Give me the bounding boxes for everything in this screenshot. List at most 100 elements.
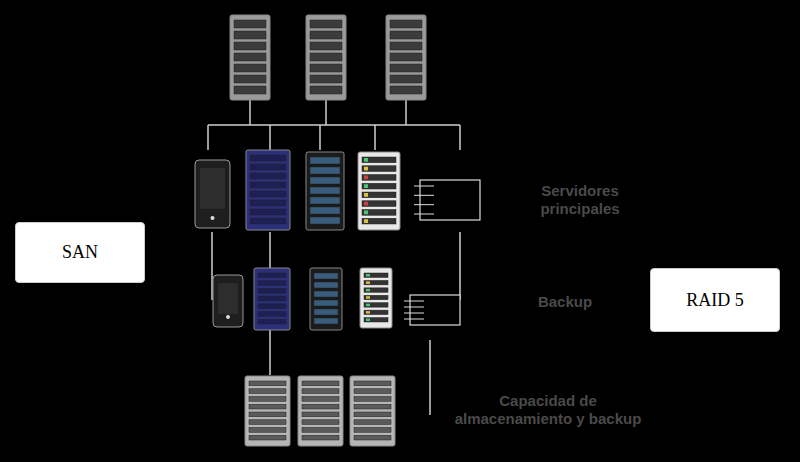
rack-led	[364, 211, 368, 215]
rack-slot	[234, 31, 266, 39]
rack-slot	[249, 397, 286, 402]
rack-slot	[390, 53, 422, 61]
rack-slot	[310, 167, 340, 174]
wire-line	[207, 125, 209, 150]
section-label: Backup	[505, 293, 625, 311]
rack-slot	[314, 282, 338, 288]
storage-box: SAN	[15, 222, 145, 283]
rack-slot	[314, 309, 338, 315]
rack-body	[246, 150, 290, 230]
tower-panel	[200, 168, 225, 209]
server-rack	[245, 376, 290, 446]
wire-line	[249, 100, 251, 125]
rack-slot	[310, 207, 340, 214]
rack-slot	[354, 404, 391, 409]
section-label: Capacidad de almacenamiento y backup	[443, 392, 653, 428]
rack-slot	[302, 412, 339, 417]
tower-led	[226, 315, 230, 319]
rack-slot	[250, 200, 286, 206]
rack-slot	[258, 312, 286, 317]
device-line	[414, 214, 434, 215]
device-line	[414, 195, 434, 196]
rack-slot	[364, 273, 388, 277]
section-label: Servidores principales	[515, 182, 645, 218]
tower-body	[195, 160, 230, 228]
device-line	[414, 186, 434, 187]
rack-slot	[302, 420, 339, 425]
server-rack	[358, 152, 400, 230]
rack-slot	[258, 281, 286, 286]
wire-line	[269, 125, 271, 150]
device-line	[414, 204, 434, 205]
rack-led	[366, 274, 370, 276]
rack-slot	[354, 397, 391, 402]
rack-slot	[362, 192, 396, 198]
wire-line	[459, 125, 461, 150]
rack-body	[306, 152, 344, 230]
tower-server	[195, 160, 230, 228]
rack-led	[364, 184, 368, 188]
tower-server	[213, 275, 243, 327]
rack-slot	[302, 381, 339, 386]
rack-slot	[249, 412, 286, 417]
wire-line	[319, 125, 321, 150]
rack-slot	[249, 428, 286, 433]
rack-slot	[234, 53, 266, 61]
wire-line	[208, 124, 460, 126]
rack-slot	[249, 435, 286, 440]
rack-led	[366, 319, 370, 321]
rack-slot	[234, 42, 266, 50]
device-line	[404, 307, 424, 308]
rack-slot	[234, 64, 266, 72]
wire-line	[405, 100, 407, 125]
rack-slot	[250, 218, 286, 224]
rack-slot	[250, 209, 286, 215]
rack-slot	[354, 420, 391, 425]
rack-slot	[310, 157, 340, 164]
rack-led	[364, 167, 368, 171]
rack-slot	[314, 273, 338, 279]
rack-slot	[364, 303, 388, 307]
rack-slot	[249, 420, 286, 425]
rack-slot	[258, 319, 286, 324]
rack-led	[366, 296, 370, 298]
rack-slot	[310, 75, 342, 83]
rack-slot	[302, 389, 339, 394]
rack-slot	[354, 381, 391, 386]
rack-slot	[250, 182, 286, 188]
rack-slot	[302, 397, 339, 402]
rack-slot	[249, 381, 286, 386]
rack-slot	[302, 435, 339, 440]
rack-slot	[314, 291, 338, 297]
rack-slot	[234, 86, 266, 94]
rack-slot	[310, 86, 342, 94]
rack-slot	[364, 310, 388, 314]
rack-slot	[250, 191, 286, 197]
server-rack	[306, 152, 344, 230]
rack-body	[386, 15, 426, 100]
rack-slot	[314, 318, 338, 324]
rack-led	[366, 289, 370, 291]
rack-slot	[249, 389, 286, 394]
rack-slot	[310, 20, 342, 28]
rack-body	[230, 15, 270, 100]
rack-slot	[310, 197, 340, 204]
rack-slot	[310, 64, 342, 72]
server-rack	[254, 268, 290, 330]
rack-slot	[354, 435, 391, 440]
rack-slot	[390, 64, 422, 72]
server-rack	[246, 150, 290, 230]
rack-slot	[314, 300, 338, 306]
rack-led	[364, 176, 368, 180]
rack-led	[366, 311, 370, 313]
server-rack	[298, 376, 343, 446]
rack-slot	[390, 75, 422, 83]
rack-led	[366, 281, 370, 283]
rack-slot	[362, 175, 396, 181]
rack-body	[350, 376, 395, 446]
rack-slot	[258, 288, 286, 293]
server-rack	[230, 15, 270, 100]
rack-slot	[362, 183, 396, 189]
rack-slot	[310, 42, 342, 50]
